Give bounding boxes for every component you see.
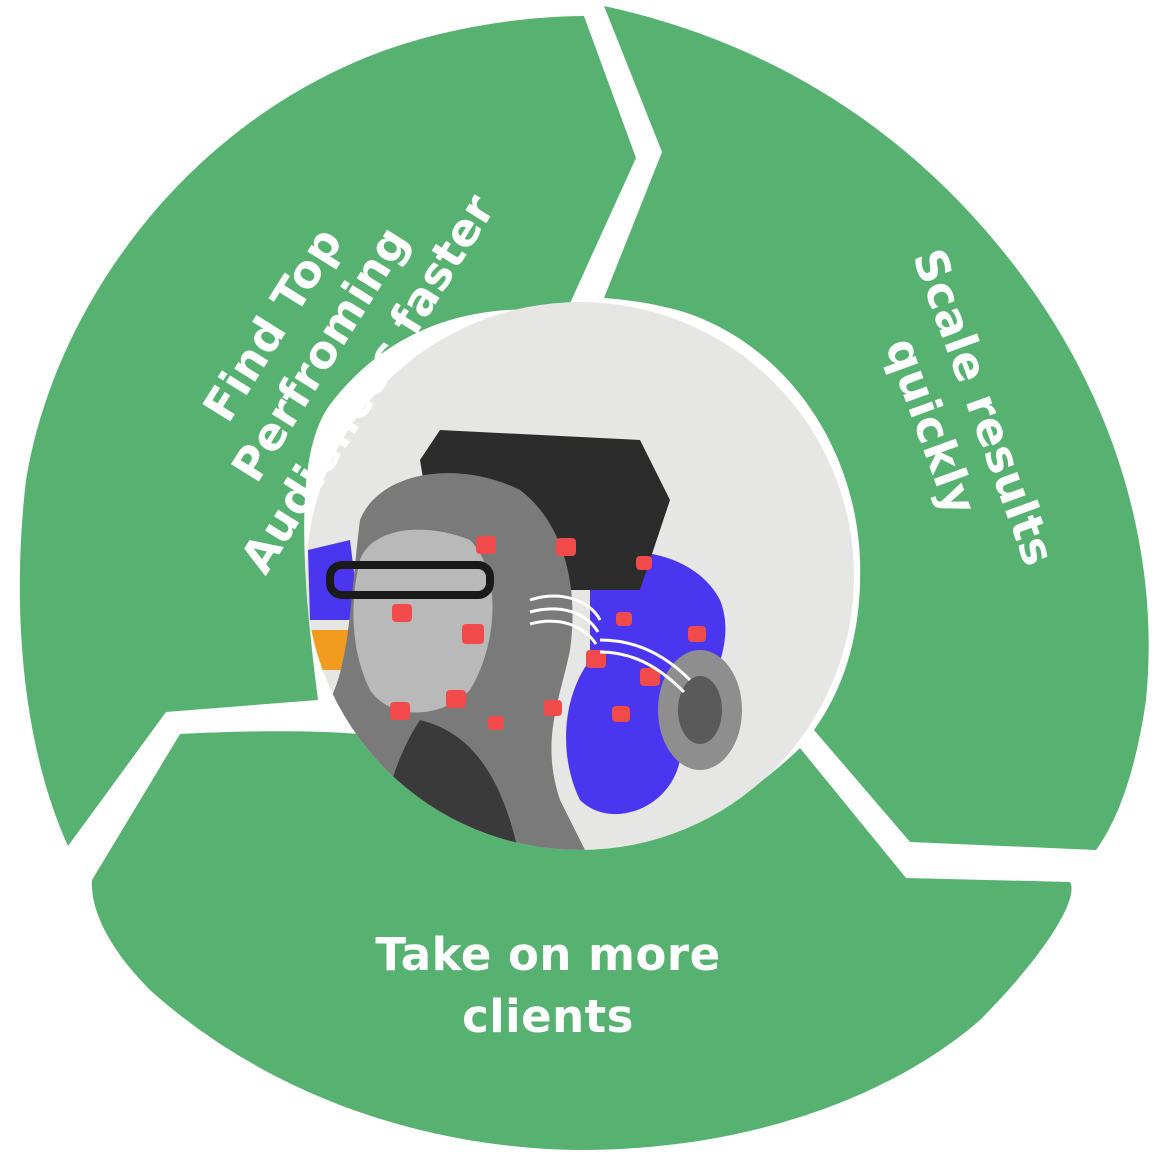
glasses — [326, 561, 494, 599]
segment-take-clients — [91, 731, 1072, 1150]
label-take-clients-line-1: Take on more — [375, 928, 720, 981]
segment-find-audiences — [19, 16, 636, 846]
label-take-clients-line-2: clients — [462, 990, 634, 1043]
segment-scale-results — [604, 6, 1149, 850]
sound-waves — [529, 594, 692, 694]
building-image — [420, 430, 670, 590]
center-photo — [306, 302, 854, 850]
woman-face — [353, 529, 493, 713]
social-like-icons — [390, 536, 706, 730]
label-take-clients: Take on more clients — [375, 928, 720, 1043]
